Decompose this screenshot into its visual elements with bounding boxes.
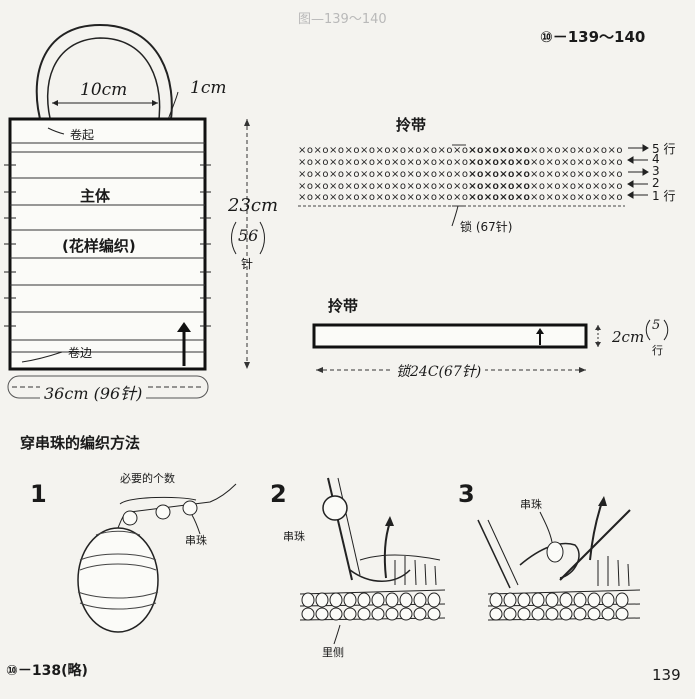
- strap-row-2: 2: [652, 176, 660, 190]
- edge-label: 卷边: [68, 346, 93, 360]
- bag-height-unit: 针: [241, 257, 254, 271]
- svg-text:×o×o×o×o×o×o×o×o×o×o×o×o×o×o×o: ×o×o×o×o×o×o×o×o×o×o×o×o×o×o×o: [298, 145, 530, 156]
- page-ref: ⑩－139～140: [540, 28, 646, 46]
- strap-chain-label: 锁 (67针): [460, 220, 513, 234]
- svg-text:×o×o×o×o×o×o×o×o×o×o: ×o×o×o×o×o×o×o×o×o×o: [468, 169, 623, 180]
- svg-text:×o×o×o×o×o×o×o×o×o×o×o×o×o×o×o: ×o×o×o×o×o×o×o×o×o×o×o×o×o×o×o: [298, 157, 530, 168]
- strap-row-5: 5 行: [652, 142, 676, 156]
- bag-width: 36cm (96针): [40, 380, 147, 404]
- start-label: 卷起: [70, 128, 95, 142]
- bag-height: 23cm: [228, 195, 279, 216]
- svg-text:×o×o×o×o×o×o×o×o×o×o: ×o×o×o×o×o×o×o×o×o×o: [468, 157, 623, 168]
- pattern-label: (花样编织): [62, 237, 136, 255]
- bag-height-stitches: 56: [238, 226, 259, 245]
- body-label: 主体: [80, 187, 111, 205]
- svg-text:×o×o×o×o×o×o×o×o×o×o×o×o×o×o×o: ×o×o×o×o×o×o×o×o×o×o×o×o×o×o×o: [298, 192, 530, 203]
- page-number: 139: [652, 666, 681, 684]
- faint-page-ref: 图—139～140: [298, 12, 387, 27]
- svg-text:×o×o×o×o×o×o×o×o×o×o: ×o×o×o×o×o×o×o×o×o×o: [468, 181, 623, 192]
- step-2-label-bead: 串珠: [283, 530, 305, 543]
- footer-ref: ⑩－138(略): [6, 663, 88, 679]
- strap-row-3: 3: [652, 164, 660, 178]
- strap-rows-unit: 行: [652, 344, 663, 357]
- handle-gap: 1cm: [190, 78, 227, 98]
- svg-text:×o×o×o×o×o×o×o×o×o×o: ×o×o×o×o×o×o×o×o×o×o: [468, 145, 623, 156]
- strap-length: 锁24C(67针): [392, 361, 486, 381]
- strap-rows-num: 5: [652, 318, 661, 333]
- step-3-number: 3: [458, 480, 475, 508]
- step-1-label-bead: 串珠: [185, 534, 207, 547]
- step-1-label-top: 必要的个数: [120, 472, 175, 485]
- step-1-number: 1: [30, 480, 47, 508]
- step-2-label-bottom: 里侧: [322, 646, 344, 659]
- step-2-number: 2: [270, 480, 287, 508]
- strap-chart-title: 拎带: [396, 116, 427, 134]
- svg-text:×o×o×o×o×o×o×o×o×o×o×o×o×o×o×o: ×o×o×o×o×o×o×o×o×o×o×o×o×o×o×o: [298, 169, 530, 180]
- svg-text:×o×o×o×o×o×o×o×o×o×o×o×o×o×o×o: ×o×o×o×o×o×o×o×o×o×o×o×o×o×o×o: [298, 181, 530, 192]
- step-3-illustration: [477, 496, 641, 621]
- bead-section-title: 穿串珠的编织方法: [20, 434, 141, 452]
- step-3-label-bead: 串珠: [520, 498, 542, 511]
- strap-row-1: 1 行: [652, 189, 676, 203]
- step-2-illustration: [299, 477, 446, 645]
- yarn-ball-icon: [77, 483, 237, 633]
- svg-text:×o×o×o×o×o×o×o×o×o×o: ×o×o×o×o×o×o×o×o×o×o: [468, 192, 623, 203]
- strap-height: 2cm: [612, 328, 645, 346]
- strap-schematic-title: 拎带: [328, 297, 359, 315]
- strap-row-4: 4: [652, 152, 660, 166]
- handle-width: 10cm: [80, 80, 128, 100]
